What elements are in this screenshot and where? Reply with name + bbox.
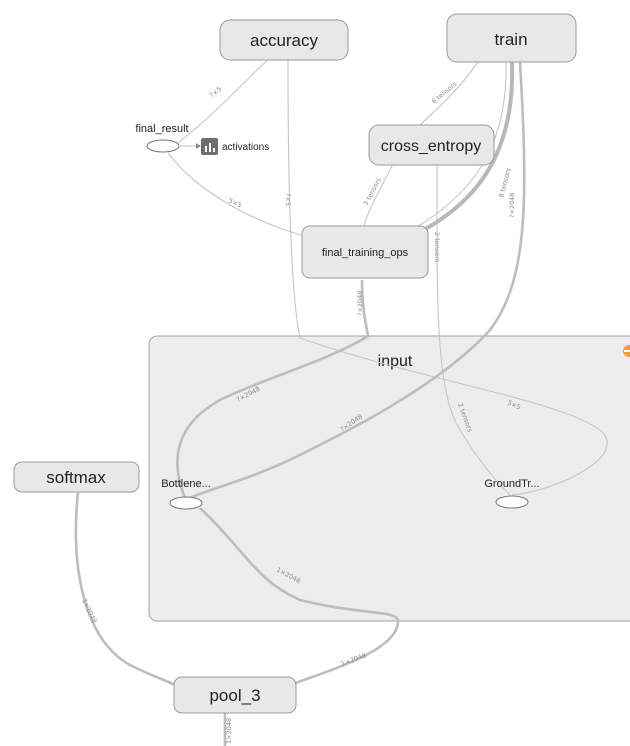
- edge-label-pool-out: 1×2048: [225, 718, 233, 744]
- minus-glyph: [624, 350, 630, 352]
- edge-cross-entropy-final-ops: [363, 159, 396, 227]
- edge-bottleneck-pool: [199, 507, 400, 687]
- node-softmax-box[interactable]: [13, 461, 140, 493]
- node-accuracy-box[interactable]: [219, 19, 349, 61]
- node-cross-entropy-label: cross_entropy: [381, 138, 482, 155]
- node-pool-3[interactable]: pool_3: [173, 676, 297, 714]
- node-bottleneck[interactable]: Bottlene...: [161, 478, 211, 510]
- node-activations[interactable]: activations: [201, 138, 269, 155]
- node-train[interactable]: train: [446, 13, 577, 63]
- edge-label-final-ops-input: ?×2048: [356, 291, 364, 316]
- input-group-label[interactable]: input: [378, 353, 413, 370]
- node-softmax-label: softmax: [46, 468, 106, 487]
- node-train-label: train: [494, 30, 527, 49]
- edge-label-softmax-pool: 1×2048: [80, 597, 98, 624]
- edge-label-pool-bottleneck: 1×2048: [340, 651, 367, 667]
- edge-softmax-pool: [74, 491, 181, 690]
- node-bottleneck-label: Bottlene...: [161, 478, 211, 490]
- edge-train-final-ops: [419, 61, 515, 234]
- node-final-training-ops-label: final_training_ops: [322, 247, 409, 259]
- node-ground-truth-label: GroundTr...: [484, 478, 539, 490]
- edge-input-crossover: [299, 337, 608, 496]
- node-final-result[interactable]: final_result: [135, 123, 189, 153]
- node-ground-truth-ellipse[interactable]: [495, 495, 529, 509]
- bar-chart-icon-bar-2: [209, 143, 211, 152]
- arrow-head: [196, 143, 201, 149]
- node-cross-entropy-box[interactable]: [368, 124, 495, 166]
- node-pool-3-label: pool_3: [209, 686, 260, 705]
- node-final-training-ops[interactable]: final_training_ops: [301, 225, 429, 279]
- edge-cross-entropy-ground-truth: [436, 159, 511, 496]
- edge-accuracy-input: [287, 59, 301, 339]
- node-final-result-ellipse[interactable]: [146, 139, 180, 153]
- edge-train-final-ops-2: [414, 61, 507, 229]
- expand-badge[interactable]: [623, 345, 630, 357]
- edge-label-ce-ground: 2 tensors: [433, 232, 441, 263]
- input-group-box[interactable]: [148, 335, 630, 622]
- node-activations-label: activations: [222, 142, 269, 153]
- node-accuracy-label: accuracy: [250, 31, 319, 50]
- edge-final-result-accuracy: [177, 57, 271, 144]
- node-bottleneck-ellipse[interactable]: [169, 496, 203, 510]
- node-train-box[interactable]: [446, 13, 577, 63]
- node-ground-truth[interactable]: GroundTr...: [484, 478, 540, 509]
- edge-final-ops-input: [176, 279, 370, 499]
- edge-label-fr-accuracy: ?×5: [208, 85, 223, 100]
- edge-train-cross-entropy: [419, 61, 479, 126]
- edge-train-input: [184, 61, 526, 502]
- node-cross-entropy[interactable]: cross_entropy: [368, 124, 495, 166]
- bar-chart-icon-bar-3: [213, 148, 215, 152]
- edge-label-accuracy-input: ?×5: [284, 193, 292, 206]
- node-softmax[interactable]: softmax: [13, 461, 140, 493]
- bar-chart-icon-bar-1: [205, 146, 207, 152]
- edge-final-result-final-ops: [167, 152, 313, 239]
- node-pool-3-box[interactable]: [173, 676, 297, 714]
- node-final-training-ops-box[interactable]: [301, 225, 429, 279]
- node-accuracy[interactable]: accuracy: [219, 19, 349, 61]
- node-final-result-label: final_result: [135, 123, 188, 135]
- edge-label-train-bottleneck: ?×2048: [508, 193, 516, 218]
- edge-label-ce-final-ops: 3 tensors: [362, 176, 384, 207]
- edges: [74, 57, 608, 746]
